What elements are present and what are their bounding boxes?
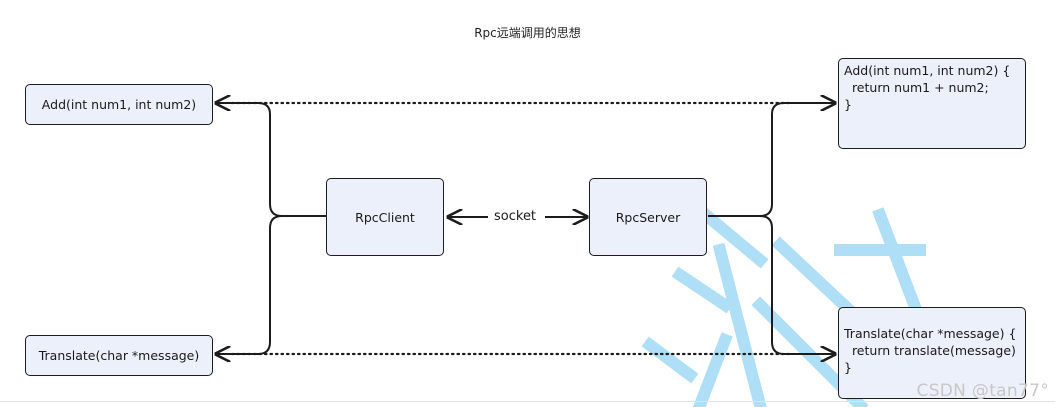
server-brace-lower [759, 215, 835, 354]
server-add-line-2: return num1 + num2; [844, 80, 989, 95]
client-brace [216, 103, 326, 217]
server-brace-upper [708, 103, 835, 217]
diagram-title: Rpc远端调用的思想 [474, 26, 581, 40]
rpc-server-label: RpcServer [615, 209, 681, 225]
csdn-watermark: CSDN @tan77° [916, 381, 1049, 401]
socket-label: socket [490, 209, 541, 224]
bottom-divider [0, 401, 1055, 402]
server-translate-node: Translate(char *message) { return transl… [838, 307, 1026, 399]
server-translate-line-3: } [844, 360, 852, 375]
rpc-client-node: RpcClient [326, 178, 444, 256]
server-translate-line-1: Translate(char *message) { [844, 326, 1017, 341]
server-add-line-3: } [844, 97, 852, 112]
client-add-label: Add(int num1, int num2) [41, 97, 197, 112]
server-add-node: Add(int num1, int num2) { return num1 + … [838, 58, 1026, 149]
client-add-node: Add(int num1, int num2) [25, 84, 213, 125]
server-add-line-1: Add(int num1, int num2) { [844, 63, 1011, 78]
rpc-client-label: RpcClient [355, 209, 415, 225]
server-translate-line-2: return translate(message) [844, 343, 1016, 358]
rpc-server-node: RpcServer [589, 178, 707, 256]
client-brace-lower [216, 215, 283, 354]
client-translate-label: Translate(char *message) [38, 348, 200, 363]
client-translate-node: Translate(char *message) [25, 335, 213, 376]
